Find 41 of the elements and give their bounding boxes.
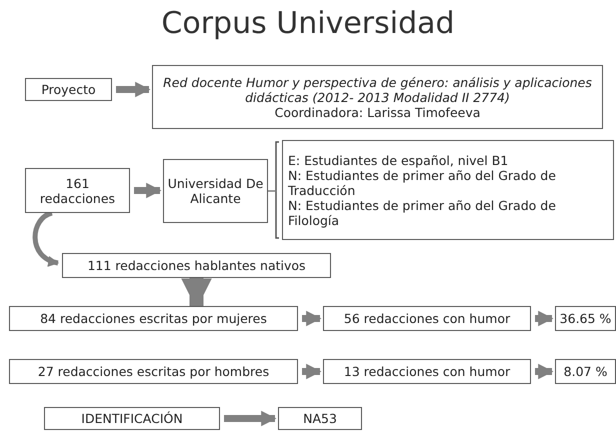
box-text: 111 redacciones hablantes nativos	[87, 258, 306, 273]
connector-line	[268, 190, 276, 192]
arrow	[134, 182, 162, 198]
arrow	[224, 410, 277, 426]
title: Corpus Universidad	[160, 6, 456, 41]
arrow	[535, 310, 554, 326]
text-box	[9, 306, 298, 331]
text-box	[555, 306, 616, 331]
box-text: E: Estudiantes de español, nivel B1	[288, 152, 508, 168]
text-box	[163, 159, 268, 223]
box-text: Coordinadora: Larissa Timofeeva	[274, 104, 480, 120]
box-text: IDENTIFICACIÓN	[81, 411, 183, 426]
text-box	[323, 306, 531, 331]
box-text: 56 redacciones con humor	[344, 311, 510, 326]
text-box	[62, 253, 331, 278]
text-box	[44, 407, 220, 430]
text-box	[282, 140, 614, 240]
arrow	[32, 210, 60, 266]
text-box	[152, 65, 603, 129]
box-text: 27 redacciones escritas por hombres	[38, 364, 270, 379]
text-box	[555, 359, 616, 384]
text-box	[9, 359, 298, 384]
arrow	[302, 310, 322, 326]
box-text: 84 redacciones escritas por mujeres	[40, 311, 267, 326]
text-box	[25, 78, 112, 101]
box-text: N: Estudiantes de primer año del Grado de Traducción	[288, 168, 557, 198]
arrow	[535, 364, 554, 380]
box-text: 161 redacciones	[38, 176, 116, 206]
arrow	[302, 364, 322, 380]
box-text: 36.65 %	[560, 311, 612, 326]
arrow	[116, 82, 151, 98]
text-box	[25, 168, 130, 213]
box-text: 8.07 %	[564, 364, 608, 379]
box-text: NA53	[303, 411, 337, 426]
box-text: N: Estudiantes de primer año del Grado de Filología	[288, 198, 557, 228]
box-text: Proyecto	[41, 82, 96, 97]
box-text: Red docente Humor y perspectiva de género: análisis y aplicaciones didácticas (2012- 2013 Modalidad II 2774)	[162, 74, 593, 104]
text-box	[278, 407, 362, 430]
box-text: 13 redacciones con humor	[344, 364, 510, 379]
box-text: Universidad De Alicante	[167, 176, 264, 206]
text-box	[323, 359, 531, 384]
